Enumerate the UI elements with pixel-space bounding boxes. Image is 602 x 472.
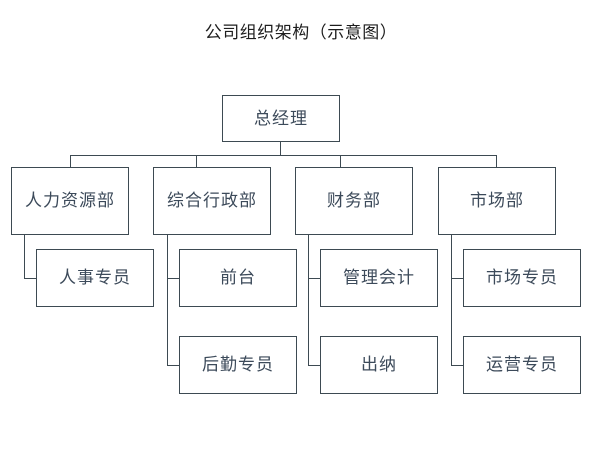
- connector-marketing-to-mkt2: [451, 365, 464, 367]
- node-general-manager[interactable]: 总经理: [222, 95, 340, 142]
- node-hr-department[interactable]: 人力资源部: [11, 167, 129, 235]
- node-receptionist[interactable]: 前台: [179, 249, 297, 307]
- connector-bus-to-finance: [340, 155, 342, 167]
- connector-hr-trunk: [24, 234, 26, 279]
- connector-bus-to-admin: [196, 155, 198, 167]
- connector-bus-to-hr: [70, 155, 72, 167]
- connector-admin-to-admin2: [167, 365, 180, 367]
- connector-level1-bus: [70, 155, 497, 157]
- page-title: 公司组织架构（示意图）: [204, 23, 398, 42]
- node-marketing-specialist[interactable]: 市场专员: [463, 249, 581, 307]
- connector-admin-trunk: [167, 234, 169, 366]
- connector-finance-to-fin1: [308, 278, 321, 280]
- node-finance-department[interactable]: 财务部: [295, 167, 413, 235]
- connector-finance-to-fin2: [308, 365, 321, 367]
- node-hr-specialist[interactable]: 人事专员: [36, 249, 154, 307]
- connector-bus-to-marketing: [496, 155, 498, 167]
- node-marketing-department[interactable]: 市场部: [438, 167, 556, 235]
- node-admin-department[interactable]: 综合行政部: [153, 167, 271, 235]
- connector-finance-trunk: [308, 234, 310, 366]
- connector-marketing-to-mkt1: [451, 278, 464, 280]
- connector-hr-to-hr1: [24, 278, 37, 280]
- node-logistics-specialist[interactable]: 后勤专员: [179, 336, 297, 394]
- node-operations-specialist[interactable]: 运营专员: [463, 336, 581, 394]
- node-management-accountant[interactable]: 管理会计: [320, 249, 438, 307]
- connector-gm-stem: [280, 142, 282, 156]
- connector-marketing-trunk: [451, 234, 453, 366]
- node-cashier[interactable]: 出纳: [320, 336, 438, 394]
- connector-admin-to-admin1: [167, 278, 180, 280]
